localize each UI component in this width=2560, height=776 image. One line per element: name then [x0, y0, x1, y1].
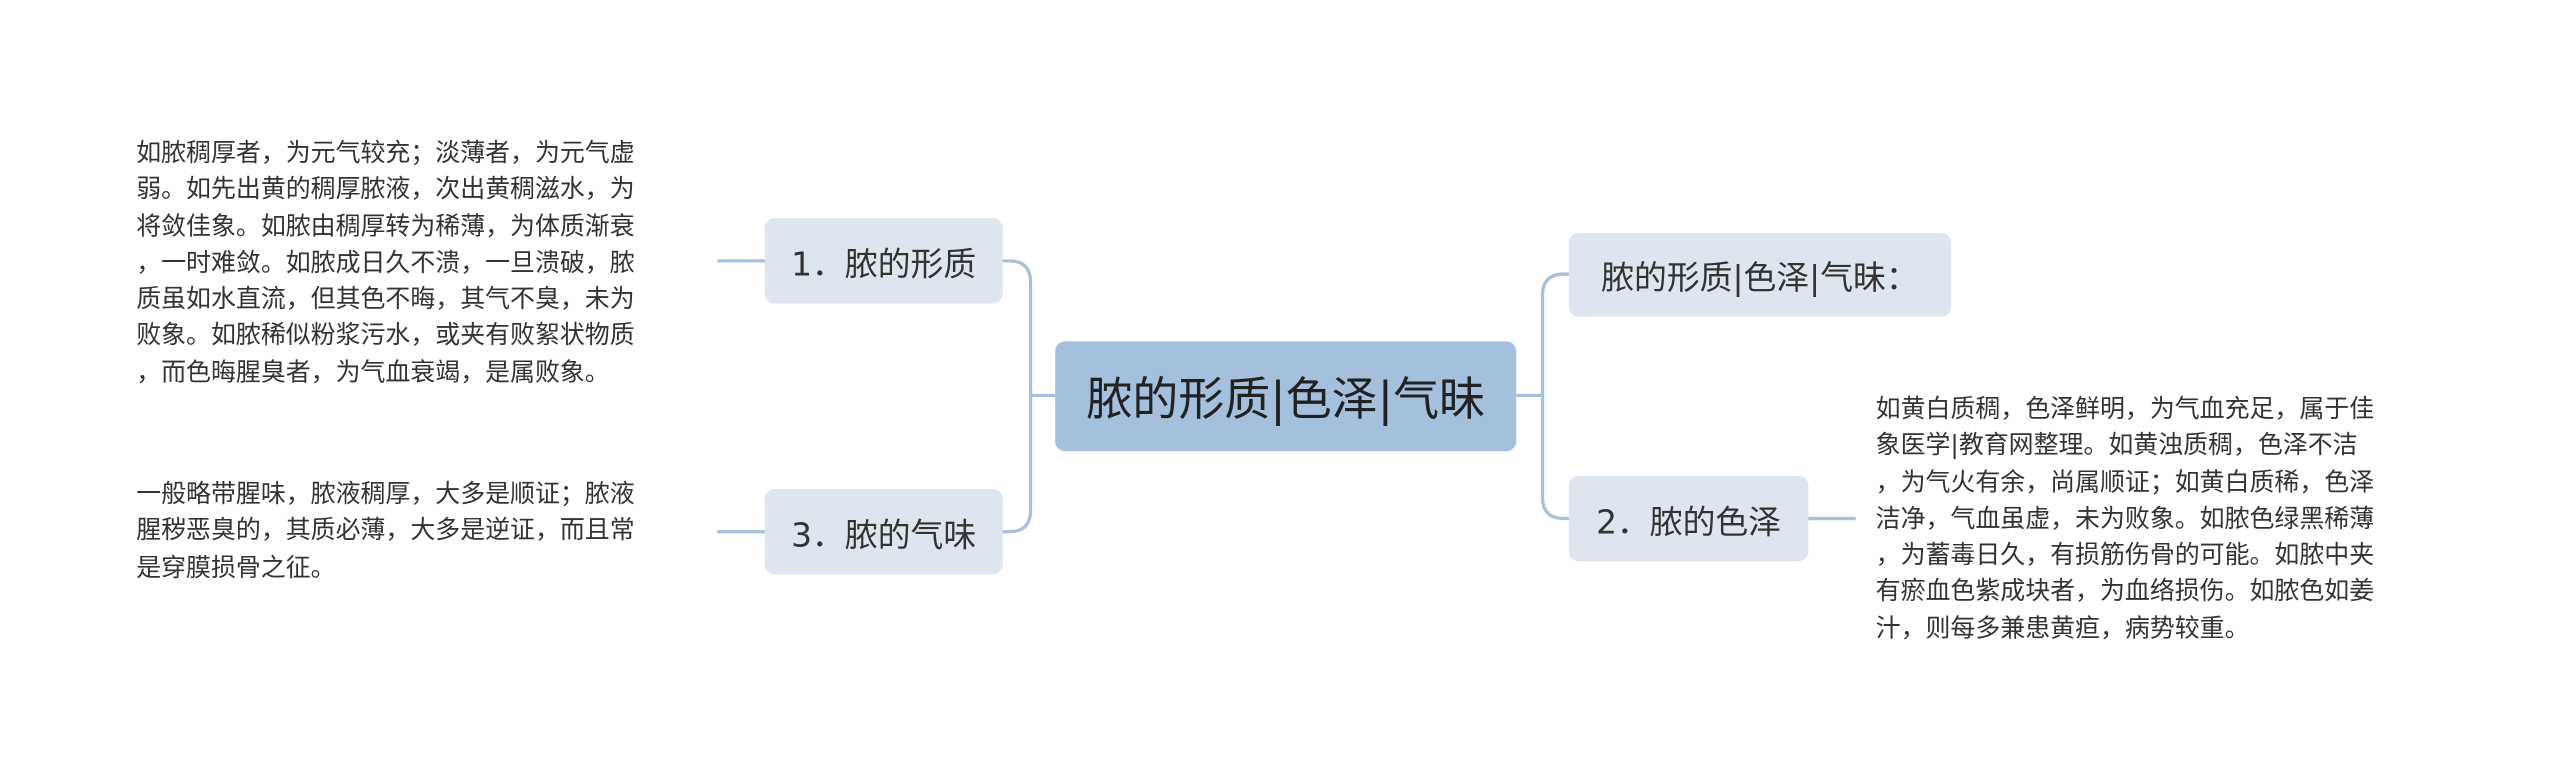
leaf-smell-text[interactable]: 一般略带腥味，脓液稠厚，大多是顺证；脓液 腥秽恶臭的，其质必薄，大多是逆证，而且…: [136, 479, 635, 582]
branch-form-node[interactable]: 1．脓的形质: [764, 218, 1003, 304]
root-label: 脓的形质|色泽|气昧: [1086, 371, 1486, 426]
leaf-color-text[interactable]: 如黄白质稠，色泽鲜明，为气血充足，属于佳 象医学|教育网整理。如黄浊质稠，色泽不…: [1875, 393, 2375, 643]
connector-left-to-smell: [1001, 393, 1033, 534]
connector-left-to-form: [1001, 259, 1033, 398]
branch-smell-label: 3．脓的气味: [791, 514, 977, 554]
branch-form-label: 1．脓的形质: [791, 243, 977, 284]
connector-right-to-color: [1540, 393, 1571, 521]
connector-right-to-summary: [1540, 272, 1571, 398]
leaf-form-text[interactable]: 如脓稠厚者，为元气较充；淡薄者，为元气虚 弱。如先出黄的稠厚脓液，次出黄稠滋水，…: [136, 137, 635, 387]
branch-color-label: 2．脓的色泽: [1596, 501, 1782, 541]
branch-smell-node[interactable]: 3．脓的气味: [764, 489, 1003, 575]
branch-color-node[interactable]: 2．脓的色泽: [1568, 475, 1809, 562]
branch-summary-node[interactable]: 脓的形质|色泽|气昧：: [1568, 233, 1952, 317]
branch-summary-label: 脓的形质|色泽|气昧：: [1601, 257, 1919, 298]
root-node[interactable]: 脓的形质|色泽|气昧: [1055, 341, 1517, 452]
